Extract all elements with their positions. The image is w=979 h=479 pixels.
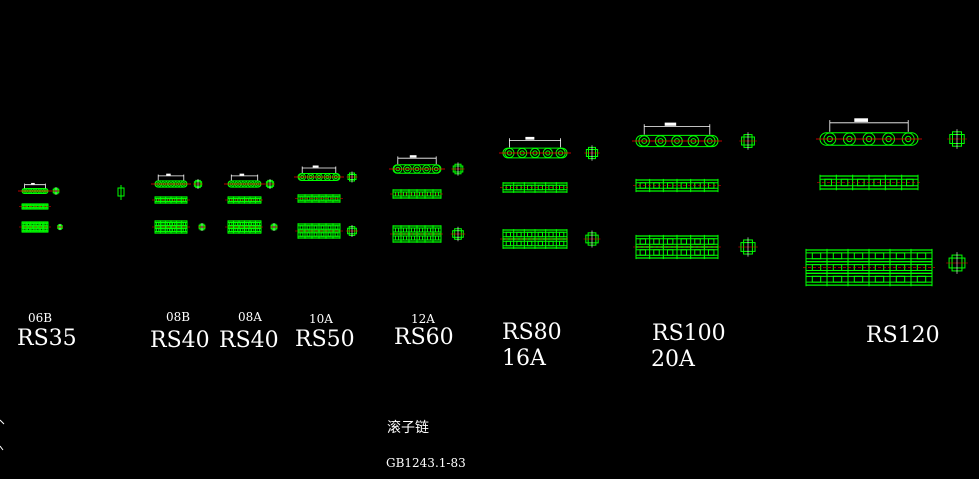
chain-drawing-rs40a bbox=[224, 173, 278, 234]
chain-code-rs40b: 08B bbox=[166, 310, 191, 324]
chain-drawing-rs100 bbox=[632, 122, 758, 260]
chain-drawing-rs120 bbox=[803, 118, 968, 287]
chain-name-rs35: RS35 bbox=[17, 326, 77, 351]
chain-name-rs60: RS60 bbox=[394, 325, 454, 350]
chain-drawing-rs60 bbox=[389, 155, 466, 243]
chain-code-rs40a: 08A bbox=[238, 310, 262, 324]
chain-code-rs35: 06B bbox=[28, 311, 53, 325]
chain-name-rs40a: RS40 bbox=[219, 328, 279, 353]
chain-code-rs60: 12A bbox=[411, 312, 435, 326]
chain-name-rs50: RS50 bbox=[295, 327, 355, 352]
chain-alias-rs80: 16A bbox=[502, 346, 546, 371]
chain-name-rs100: RS100 bbox=[652, 321, 726, 346]
chain-drawing-rs35 bbox=[18, 182, 64, 233]
stray-marks bbox=[0, 185, 125, 451]
chain-name-rs80: RS80 bbox=[502, 320, 562, 345]
chain-drawing-rs40b bbox=[151, 173, 206, 234]
standard-number: GB1243.1-83 bbox=[386, 456, 466, 470]
chain-name-rs120: RS120 bbox=[866, 323, 940, 348]
chain-alias-rs100: 20A bbox=[651, 347, 695, 372]
chain-code-rs50: 10A bbox=[309, 312, 333, 326]
chain-drawing-rs80 bbox=[499, 136, 601, 249]
drawing-title: 滚子链 bbox=[387, 420, 429, 436]
chain-name-rs40b: RS40 bbox=[150, 328, 210, 353]
chain-drawing-rs50 bbox=[294, 165, 359, 239]
